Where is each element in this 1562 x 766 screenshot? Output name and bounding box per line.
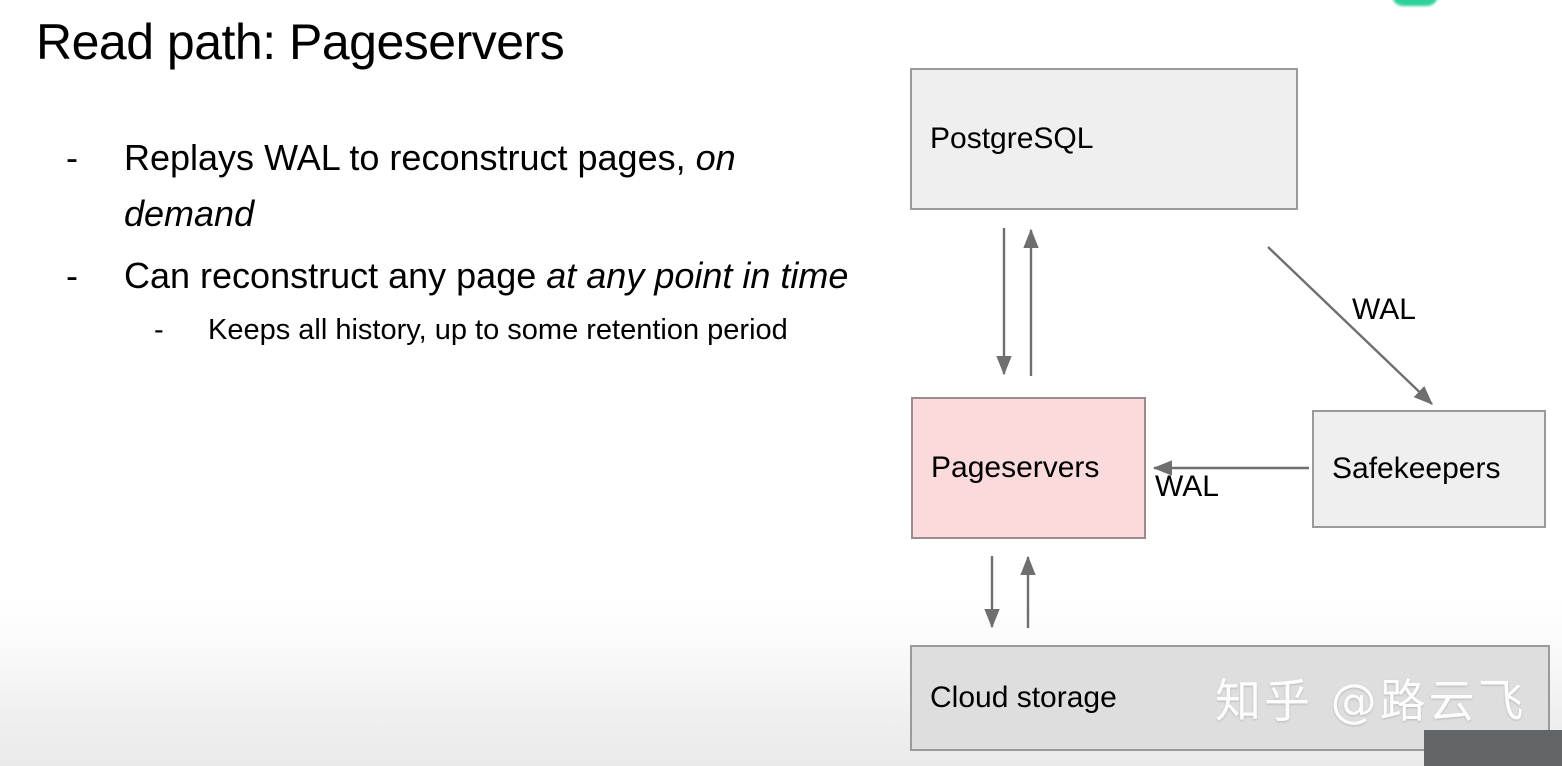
green-pill-indicator: [1392, 0, 1438, 6]
corner-overlay-block: [1424, 730, 1562, 766]
list-item: - Replays WAL to reconstruct pages, on d…: [58, 130, 858, 242]
bullet-text: Keeps all history, up to some retention …: [208, 314, 788, 347]
bullet-marker: -: [66, 254, 78, 296]
node-label: Cloud storage: [930, 681, 1117, 714]
edge-label-wal-diagonal: WAL: [1352, 293, 1416, 326]
edge-label-wal-horizontal: WAL: [1155, 470, 1219, 503]
node-label: Pageservers: [931, 451, 1100, 484]
list-item-sub: - Keeps all history, up to some retentio…: [58, 309, 858, 353]
bullet-text: Replays WAL to reconstruct pages,: [124, 137, 696, 178]
page-title: Read path: Pageservers: [36, 14, 565, 70]
bullet-text-emphasis: at any point in time: [546, 254, 849, 296]
bullet-list: - Replays WAL to reconstruct pages, on d…: [58, 130, 858, 359]
watermark: 知乎 @路云飞: [1215, 674, 1527, 728]
list-item: - Can reconstruct any page at any point …: [58, 248, 858, 304]
diagram-node-pageservers: Pageservers: [911, 397, 1146, 539]
node-label: Safekeepers: [1332, 452, 1501, 485]
diagram-node-postgresql: PostgreSQL: [910, 68, 1298, 210]
bullet-text-emphasis: on demand: [124, 137, 736, 234]
bullet-text: Can reconstruct any page: [124, 254, 547, 296]
node-label: PostgreSQL: [930, 122, 1094, 155]
diagram-node-safekeepers: Safekeepers: [1312, 410, 1546, 528]
bullet-marker: -: [66, 137, 78, 178]
bullet-marker: -: [154, 314, 164, 347]
